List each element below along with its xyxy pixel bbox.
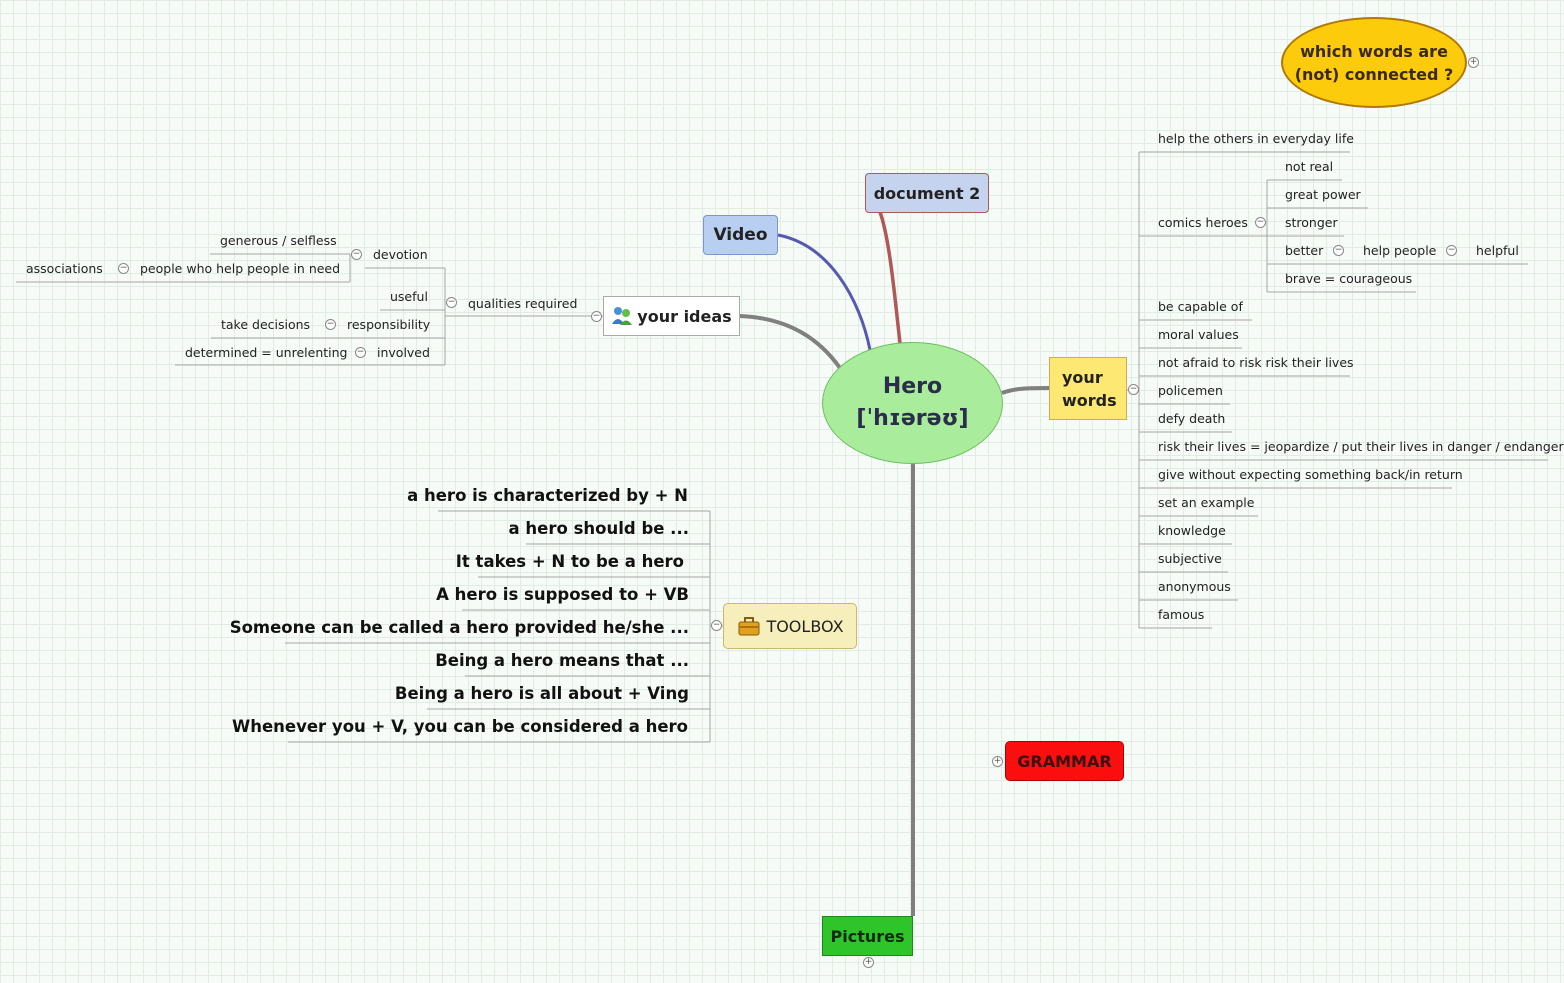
topic-pictures-label: Pictures <box>830 926 905 946</box>
toolbox-item[interactable]: Whenever you + V, you can be considered … <box>232 717 688 736</box>
words-policemen[interactable]: policemen <box>1158 383 1223 398</box>
words-not-real[interactable]: not real <box>1285 159 1334 174</box>
words-comics-heroes[interactable]: comics heroes <box>1158 215 1248 230</box>
words-help-people[interactable]: help people <box>1363 243 1437 258</box>
devotion-collapse-icon[interactable]: − <box>351 249 362 260</box>
words-knowledge[interactable]: knowledge <box>1158 523 1226 538</box>
topic-video[interactable]: Video <box>703 215 778 255</box>
branch-words-line <box>1001 386 1050 395</box>
words-great-power[interactable]: great power <box>1285 187 1361 202</box>
words-collapse-icon[interactable]: − <box>1128 384 1139 395</box>
ideas-responsibility[interactable]: responsibility <box>347 317 431 332</box>
toolbox-tree-lines <box>285 510 723 743</box>
toolbox-item[interactable]: a hero should be ... <box>508 519 689 538</box>
toolbox-item[interactable]: Someone can be called a hero provided he… <box>229 618 689 637</box>
topic-grammar-label: GRAMMAR <box>1017 751 1112 771</box>
topic-toolbox[interactable]: TOOLBOX <box>723 603 857 649</box>
toolbox-item[interactable]: Being a hero means that ... <box>435 651 689 670</box>
ideas-collapse-icon[interactable]: − <box>591 311 602 322</box>
words-set-example[interactable]: set an example <box>1158 495 1255 510</box>
toolbox-item[interactable]: It takes + N to be a hero <box>455 552 684 571</box>
topic-pictures[interactable]: Pictures <box>822 916 913 956</box>
topic-your-words-line-1: your <box>1062 367 1103 387</box>
toolbox-collapse-icon[interactable]: − <box>711 620 722 631</box>
ideas-useful[interactable]: useful <box>390 289 428 304</box>
people-help-collapse-icon[interactable]: − <box>118 263 129 274</box>
toolbox-item[interactable]: Being a hero is all about + Ving <box>394 684 689 703</box>
topic-your-words[interactable]: your words <box>1049 357 1127 420</box>
topic-toolbox-label: TOOLBOX <box>766 616 844 636</box>
topic-grammar[interactable]: GRAMMAR <box>1005 741 1124 781</box>
ideas-take-decisions[interactable]: take decisions <box>221 317 311 332</box>
ideas-generous-selfless[interactable]: generous / selfless <box>220 233 337 248</box>
grammar-expand-icon[interactable]: + <box>992 756 1003 767</box>
branch-video-line <box>777 233 872 351</box>
words-subjective[interactable]: subjective <box>1158 551 1222 566</box>
central-title: Hero <box>882 374 943 399</box>
branch-ideas-line <box>739 314 842 370</box>
comics-collapse-icon[interactable]: − <box>1255 217 1266 228</box>
pictures-expand-icon[interactable]: + <box>863 957 874 968</box>
ideas-qualities-required[interactable]: qualities required <box>468 296 578 311</box>
ideas-people-who-help[interactable]: people who help people in need <box>140 261 341 276</box>
toolbox-item[interactable]: A hero is supposed to + VB <box>436 585 689 604</box>
callout-expand-icon[interactable]: + <box>1468 57 1479 68</box>
better-collapse-icon[interactable]: − <box>1333 245 1344 256</box>
qualities-collapse-icon[interactable]: − <box>446 297 457 308</box>
callout-line-1: which words are <box>1300 41 1448 61</box>
words-tree-lines <box>1126 151 1548 629</box>
words-anonymous[interactable]: anonymous <box>1158 579 1231 594</box>
words-not-afraid[interactable]: not afraid to risk risk their lives <box>1158 355 1354 370</box>
ideas-devotion[interactable]: devotion <box>373 247 428 262</box>
callout-bubble[interactable]: which words are (not) connected ? <box>1281 17 1467 108</box>
central-topic[interactable]: Hero [ˈhɪərəʊ] <box>822 342 1003 464</box>
topic-document-2-label: document 2 <box>873 183 981 203</box>
toolbox-item[interactable]: a hero is characterized by + N <box>407 486 688 505</box>
topic-your-words-line-2: words <box>1062 390 1117 410</box>
words-famous[interactable]: famous <box>1158 607 1205 622</box>
words-stronger[interactable]: stronger <box>1285 215 1338 230</box>
branch-document-line <box>878 211 902 344</box>
words-help-others[interactable]: help the others in everyday life <box>1158 131 1354 146</box>
ideas-involved[interactable]: involved <box>377 345 430 360</box>
words-capable[interactable]: be capable of <box>1158 299 1243 314</box>
words-moral-values[interactable]: moral values <box>1158 327 1239 342</box>
involved-collapse-icon[interactable]: − <box>355 347 366 358</box>
ideas-associations[interactable]: associations <box>26 261 103 276</box>
ideas-determined[interactable]: determined = unrelenting <box>185 345 348 360</box>
words-give-without[interactable]: give without expecting something back/in… <box>1158 467 1463 482</box>
topic-your-ideas[interactable]: your ideas <box>603 296 740 336</box>
callout-line-2: (not) connected ? <box>1294 64 1454 84</box>
topic-video-label: Video <box>713 225 768 245</box>
words-risk-lives[interactable]: risk their lives = jeopardize / put thei… <box>1158 439 1564 454</box>
topic-your-ideas-label: your ideas <box>637 306 732 326</box>
people-icon <box>611 306 633 326</box>
topic-document-2[interactable]: document 2 <box>865 173 989 213</box>
ideas-tree-lines <box>16 253 603 366</box>
words-helpful[interactable]: helpful <box>1476 243 1519 258</box>
toolbox-icon <box>736 614 762 638</box>
responsibility-collapse-icon[interactable]: − <box>325 319 336 330</box>
words-brave[interactable]: brave = courageous <box>1285 271 1413 286</box>
help-people-collapse-icon[interactable]: − <box>1446 245 1457 256</box>
words-defy-death[interactable]: defy death <box>1158 411 1226 426</box>
central-pronunciation: [ˈhɪərəʊ] <box>856 406 969 431</box>
words-better[interactable]: better <box>1285 243 1324 258</box>
